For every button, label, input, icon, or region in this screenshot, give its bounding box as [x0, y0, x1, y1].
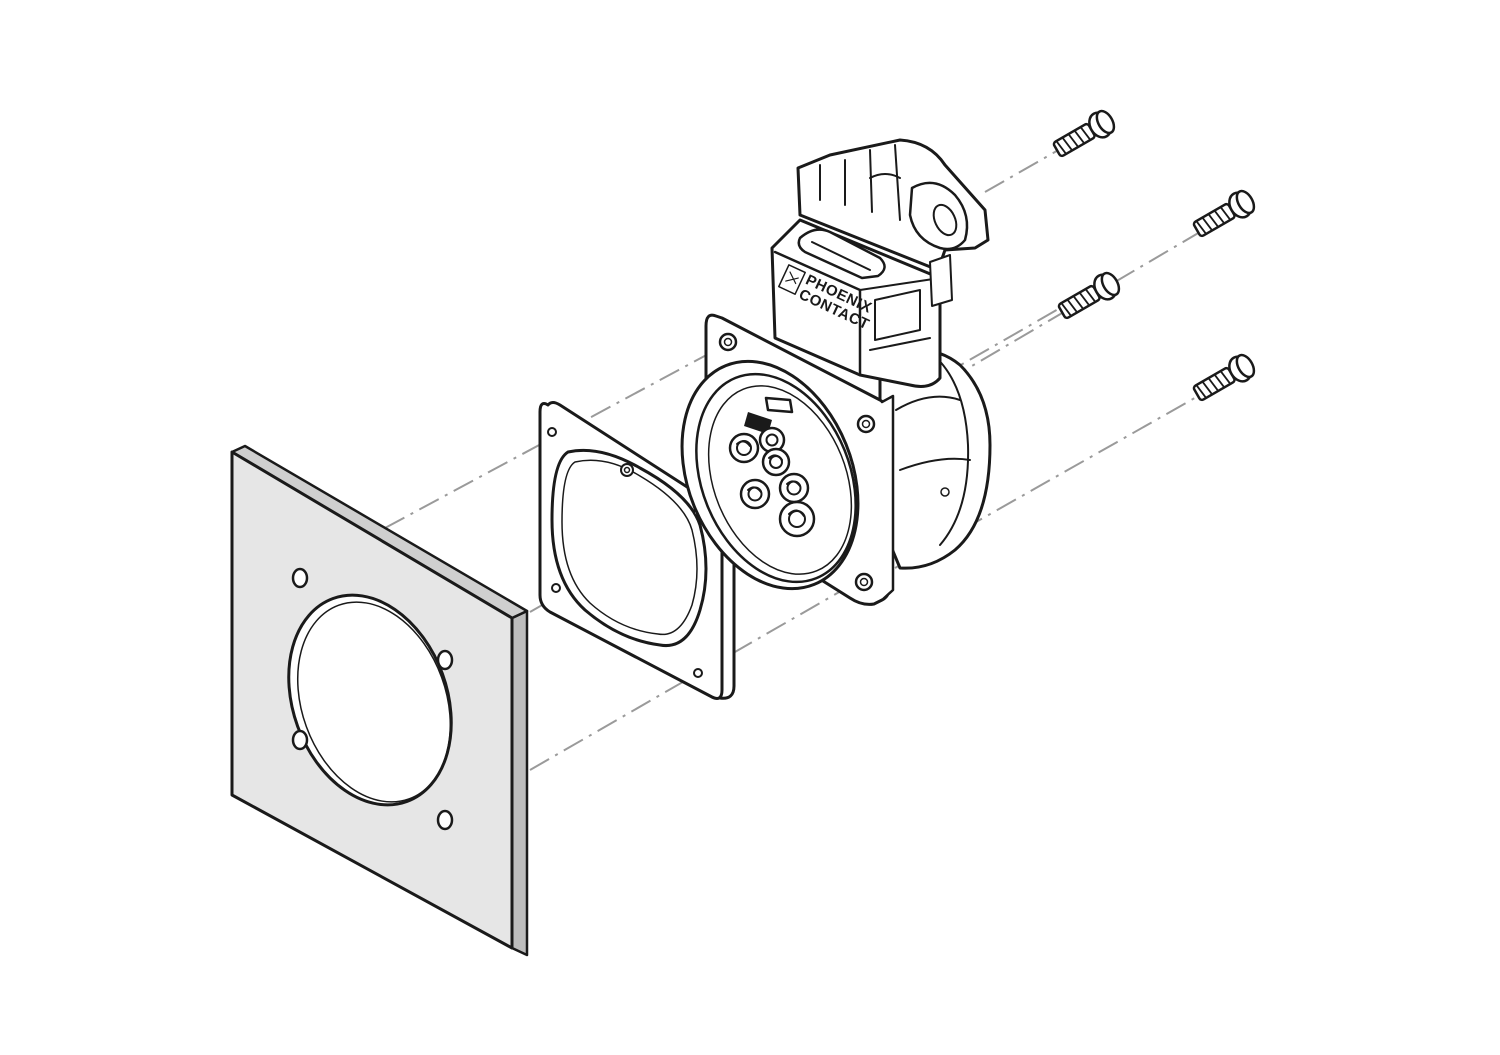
axis-line-upper-right-screw: [984, 147, 1063, 193]
screw-right-upper: [1192, 189, 1256, 238]
axis-line-right-screw: [879, 231, 1201, 421]
axis-line-top-left: [384, 344, 726, 529]
contact-pin-4: [739, 478, 771, 510]
screw-top: [1052, 109, 1116, 158]
axis-line-lower: [529, 579, 861, 771]
mounting-screws: [1052, 109, 1256, 402]
contact-pin-1: [728, 432, 760, 464]
gasket-hole-bottom-right: [693, 668, 703, 678]
socket-contacts: [728, 426, 816, 538]
panel-hole-top-left: [291, 567, 309, 589]
contact-pin-6: [778, 500, 816, 538]
panel-cutout: [287, 593, 453, 807]
panel-hole-top-right: [436, 649, 454, 671]
panel-hole-bottom-right: [436, 809, 454, 831]
screw-middle: [1057, 271, 1121, 320]
gasket-hole-top-left: [547, 427, 557, 437]
gasket-frame: [538, 401, 736, 700]
contact-pin-5: [778, 472, 810, 504]
contact-pin-3: [761, 447, 791, 477]
mounting-panel: [230, 444, 529, 957]
screw-bottom: [1192, 353, 1256, 402]
charging-socket: PHOENIX CONTACT: [680, 138, 992, 606]
socket-key-notch: [764, 396, 794, 414]
gasket-hole-bottom-left: [551, 583, 561, 593]
panel-hole-bottom-left: [291, 729, 309, 751]
